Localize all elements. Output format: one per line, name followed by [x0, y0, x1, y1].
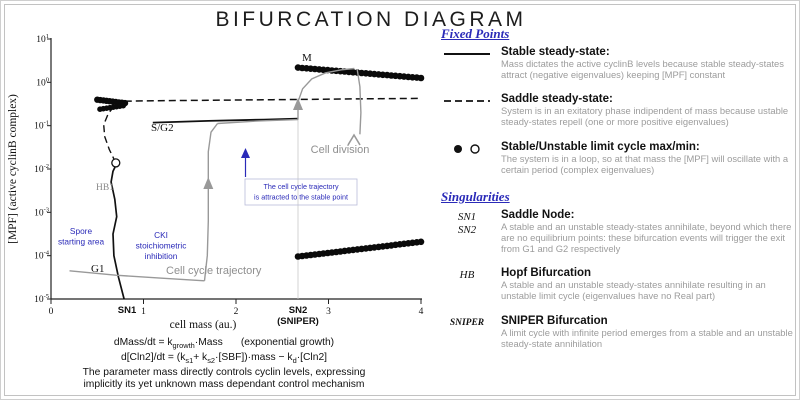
sniper-sublabel: (SNIPER) [277, 316, 319, 327]
cki-note-line2: stoichiometric [136, 241, 187, 251]
y-tick-label: 10-3 [34, 206, 49, 218]
y-axis-label: [MPF] (active cyclinB complex) [7, 94, 19, 244]
sniper-legend-label: SNIPER [449, 317, 485, 328]
legend-entry-saddle: Saddle steady-state: System is in an exi… [441, 93, 793, 127]
y-tick-label: 10-2 [34, 163, 49, 175]
legend-entry-hopf: HB Hopf Bifurcation A stable and an unst… [441, 267, 793, 301]
hb1-unstable-cycle-marker [111, 158, 121, 168]
upper-saddle-branch [102, 97, 422, 103]
sg2-phase-label: S/G2 [151, 122, 174, 134]
trajectory-cell-division [356, 69, 362, 135]
fixed-points-heading: Fixed Points [441, 26, 510, 41]
mitotic-limit-cycle-min [294, 238, 425, 260]
hb1-label: HB1 [96, 183, 114, 193]
y-tick-label: 10-1 [34, 120, 49, 132]
entry-title-saddle-node: Saddle Node: [501, 209, 575, 222]
cki-note-line3: inhibition [145, 251, 178, 261]
trajectory-g1-growth [69, 270, 205, 282]
mitotic-limit-cycle-max [294, 64, 425, 82]
trajectory-label: Cell cycle trajectory [166, 265, 262, 277]
y-tick-label: 10-4 [34, 250, 50, 262]
cell-division-label: Cell division [311, 144, 370, 156]
entry-body-limit-cycle: The system is in a loop, so at that mass… [501, 152, 789, 175]
entry-body-saddle-node: A stable and an unstable steady-states a… [501, 221, 792, 254]
bifurcation-plot: 0 1 2 3 4 101 100 10-1 10-2 10-3 10-4 10-5 The cell… [7, 33, 425, 331]
sn1-legend-label: SN1 [457, 211, 477, 224]
legend-panel: Fixed Points Stable steady-state: Mass d… [441, 25, 793, 362]
sn2-jump-arrow-icon [293, 98, 303, 110]
trajectory-s-g2 [217, 118, 299, 125]
y-tick-label: 10-5 [34, 293, 49, 305]
sn1-label: SN1 [118, 305, 137, 316]
attract-arrow-icon [241, 148, 250, 158]
spore-note-line2: starting area [58, 237, 105, 247]
page-title: BIFURCATION DIAGRAM [215, 8, 527, 31]
entry-title-limit-cycle: Stable/Unstable limit cycle max/min: [501, 140, 700, 153]
entry-body-sniper: A limit cycle with infinite period emerg… [501, 326, 793, 349]
x-tick-label: 3 [326, 307, 331, 317]
cki-note-line1: CKI [154, 230, 168, 240]
x-axis-label: cell mass (au.) [170, 319, 237, 331]
equations-caption-line2: implicitly its yet unknown mass dependan… [83, 379, 365, 391]
equation-mass-growth: dMass/dt = kgrowth·Mass(exponential grow… [113, 337, 335, 351]
hopf-limit-cycle-min [97, 102, 126, 112]
entry-title-sniper: SNIPER Bifurcation [501, 314, 608, 327]
m-phase-label: M [302, 52, 312, 64]
attract-annotation: The cell cycle trajectory is attracted t… [241, 148, 358, 206]
saddle-dashed-line-icon [441, 93, 493, 127]
cell-division-chevron-icon [347, 133, 361, 146]
singularities-heading: Singularities [441, 189, 510, 205]
g1-phase-label: G1 [91, 263, 104, 275]
trajectory-g1-s-jump [203, 123, 219, 281]
trajectory-up-arrow-icon [203, 177, 214, 189]
x-tick-label: 1 [141, 307, 146, 317]
entry-title-stable: Stable steady-state: [501, 46, 610, 58]
legend-entry-limit-cycle: Stable/Unstable limit cycle max/min: The… [441, 141, 793, 175]
sn2-legend-label: SN2 [457, 223, 477, 236]
entry-body-hopf: A stable and an unstable steady-states a… [501, 279, 766, 302]
x-tick-label: 0 [49, 307, 54, 317]
g1-saddle-branch [103, 106, 117, 164]
entry-title-saddle: Saddle steady-state: [501, 93, 613, 106]
entry-title-hopf: Hopf Bifurcation [501, 267, 592, 280]
attract-note-line1: The cell cycle trajectory [263, 182, 338, 191]
stable-line-icon [441, 46, 493, 80]
plot-curves [69, 64, 425, 300]
equations-caption-line1: The parameter mass directly controls cyc… [82, 367, 366, 379]
s-g2-stable-branch [152, 117, 299, 124]
trajectory-g2-m-jump [297, 67, 355, 120]
attract-note-line2: is attracted to the stable point [254, 193, 348, 202]
limit-cycle-dots-icon [441, 141, 493, 175]
equations-block: dMass/dt = kgrowth·Mass(exponential grow… [1, 337, 447, 391]
hb-legend-label: HB [459, 269, 475, 282]
x-tick-label: 2 [234, 307, 239, 317]
plot-axes [50, 38, 422, 300]
equation-cln2: d[Cln2]/dt = (ks1+ ks2·[SBF])·mass − kd·… [120, 352, 328, 366]
g1-stable-branch [110, 165, 125, 300]
x-tick-label: 4 [419, 307, 424, 317]
sn2-label: SN2 [289, 305, 307, 316]
spore-note-line1: Spore [70, 226, 93, 236]
entry-body-saddle: System is in an exitatory phase indipend… [501, 105, 789, 128]
attract-note-box [244, 178, 358, 206]
legend-entry-saddle-node: SN1 SN2 Saddle Node: A stable and an uns… [441, 209, 793, 254]
entry-body-stable: Mass dictates the active cyclinB levels … [501, 58, 784, 80]
legend-entry-sniper: SNIPER SNIPER Bifurcation A limit cycle … [441, 315, 793, 349]
y-tick-label: 101 [36, 33, 49, 45]
legend-entry-stable: Stable steady-state: Mass dictates the a… [441, 46, 793, 80]
y-tick-label: 100 [36, 76, 49, 88]
